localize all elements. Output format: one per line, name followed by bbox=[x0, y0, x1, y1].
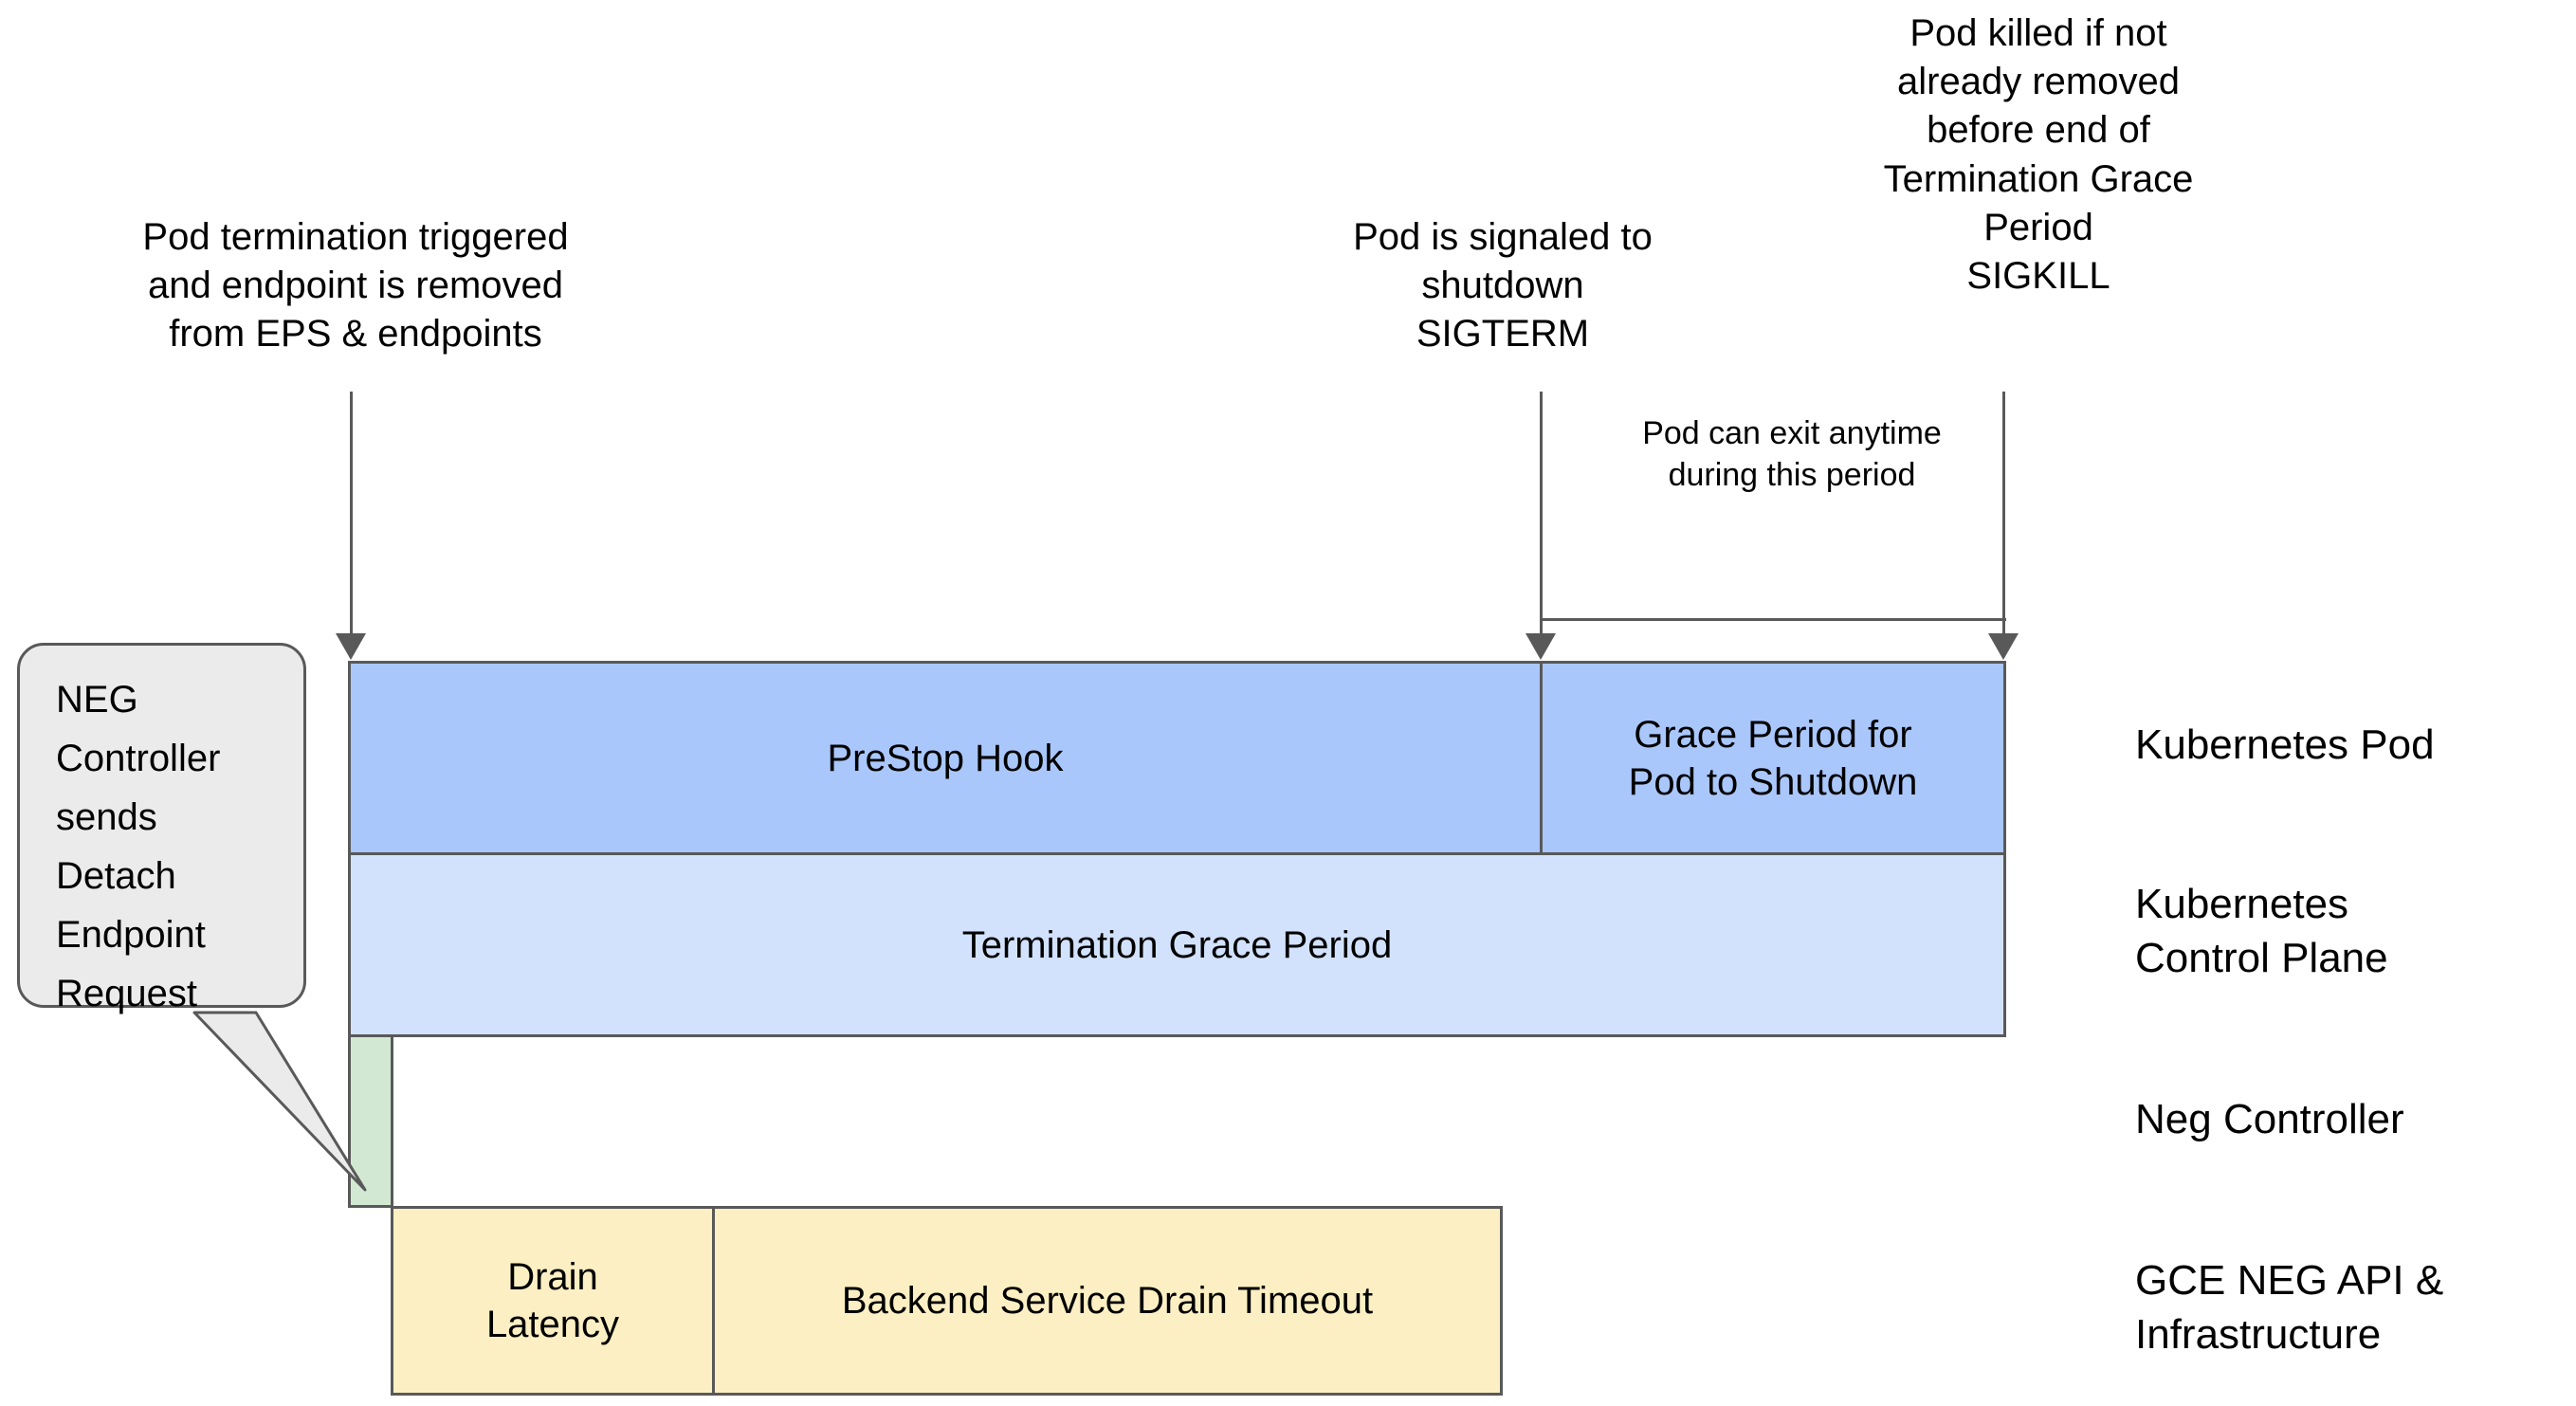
arrow-line-sigterm bbox=[1540, 392, 1543, 640]
annotation-pod-can-exit-anytime: Pod can exit anytime during this period bbox=[1642, 415, 1942, 494]
arrow-head-sigkill bbox=[1988, 633, 2019, 660]
annotation-pod-termination-triggered: Pod termination triggered and endpoint i… bbox=[142, 216, 569, 356]
bar-prestop-hook: PreStop Hook bbox=[348, 661, 1543, 855]
bar-drain-latency: Drain Latency bbox=[391, 1206, 715, 1396]
arrow-line-sigkill bbox=[2002, 392, 2005, 640]
grace-period-span-connector bbox=[1540, 618, 2006, 621]
arrow-line-pod-termination bbox=[350, 392, 353, 640]
legend-label-kubernetes-control-plane: Kubernetes Control Plane bbox=[2135, 881, 2388, 982]
arrow-head-sigterm bbox=[1526, 633, 1556, 660]
callout-tail-icon bbox=[192, 1011, 367, 1192]
bar-backend-service-drain-timeout: Backend Service Drain Timeout bbox=[712, 1206, 1503, 1396]
annotation-pod-killed-sigkill: Pod killed if not already removed before… bbox=[1883, 12, 2194, 297]
bar-grace-period-for-pod-to-shutdown: Grace Period for Pod to Shutdown bbox=[1540, 661, 2006, 855]
callout-neg-detach-endpoint: NEG Controller sends Detach Endpoint Req… bbox=[17, 643, 306, 1014]
annotation-pod-signaled-shutdown: Pod is signaled to shutdown SIGTERM bbox=[1353, 216, 1653, 356]
bar-termination-grace-period: Termination Grace Period bbox=[348, 852, 2006, 1037]
legend-label-gce-neg-api: GCE NEG API & Infrastructure bbox=[2135, 1257, 2444, 1359]
legend-label-kubernetes-pod: Kubernetes Pod bbox=[2135, 721, 2435, 768]
legend-label-neg-controller: Neg Controller bbox=[2135, 1096, 2404, 1142]
arrow-head-pod-termination bbox=[336, 633, 366, 660]
